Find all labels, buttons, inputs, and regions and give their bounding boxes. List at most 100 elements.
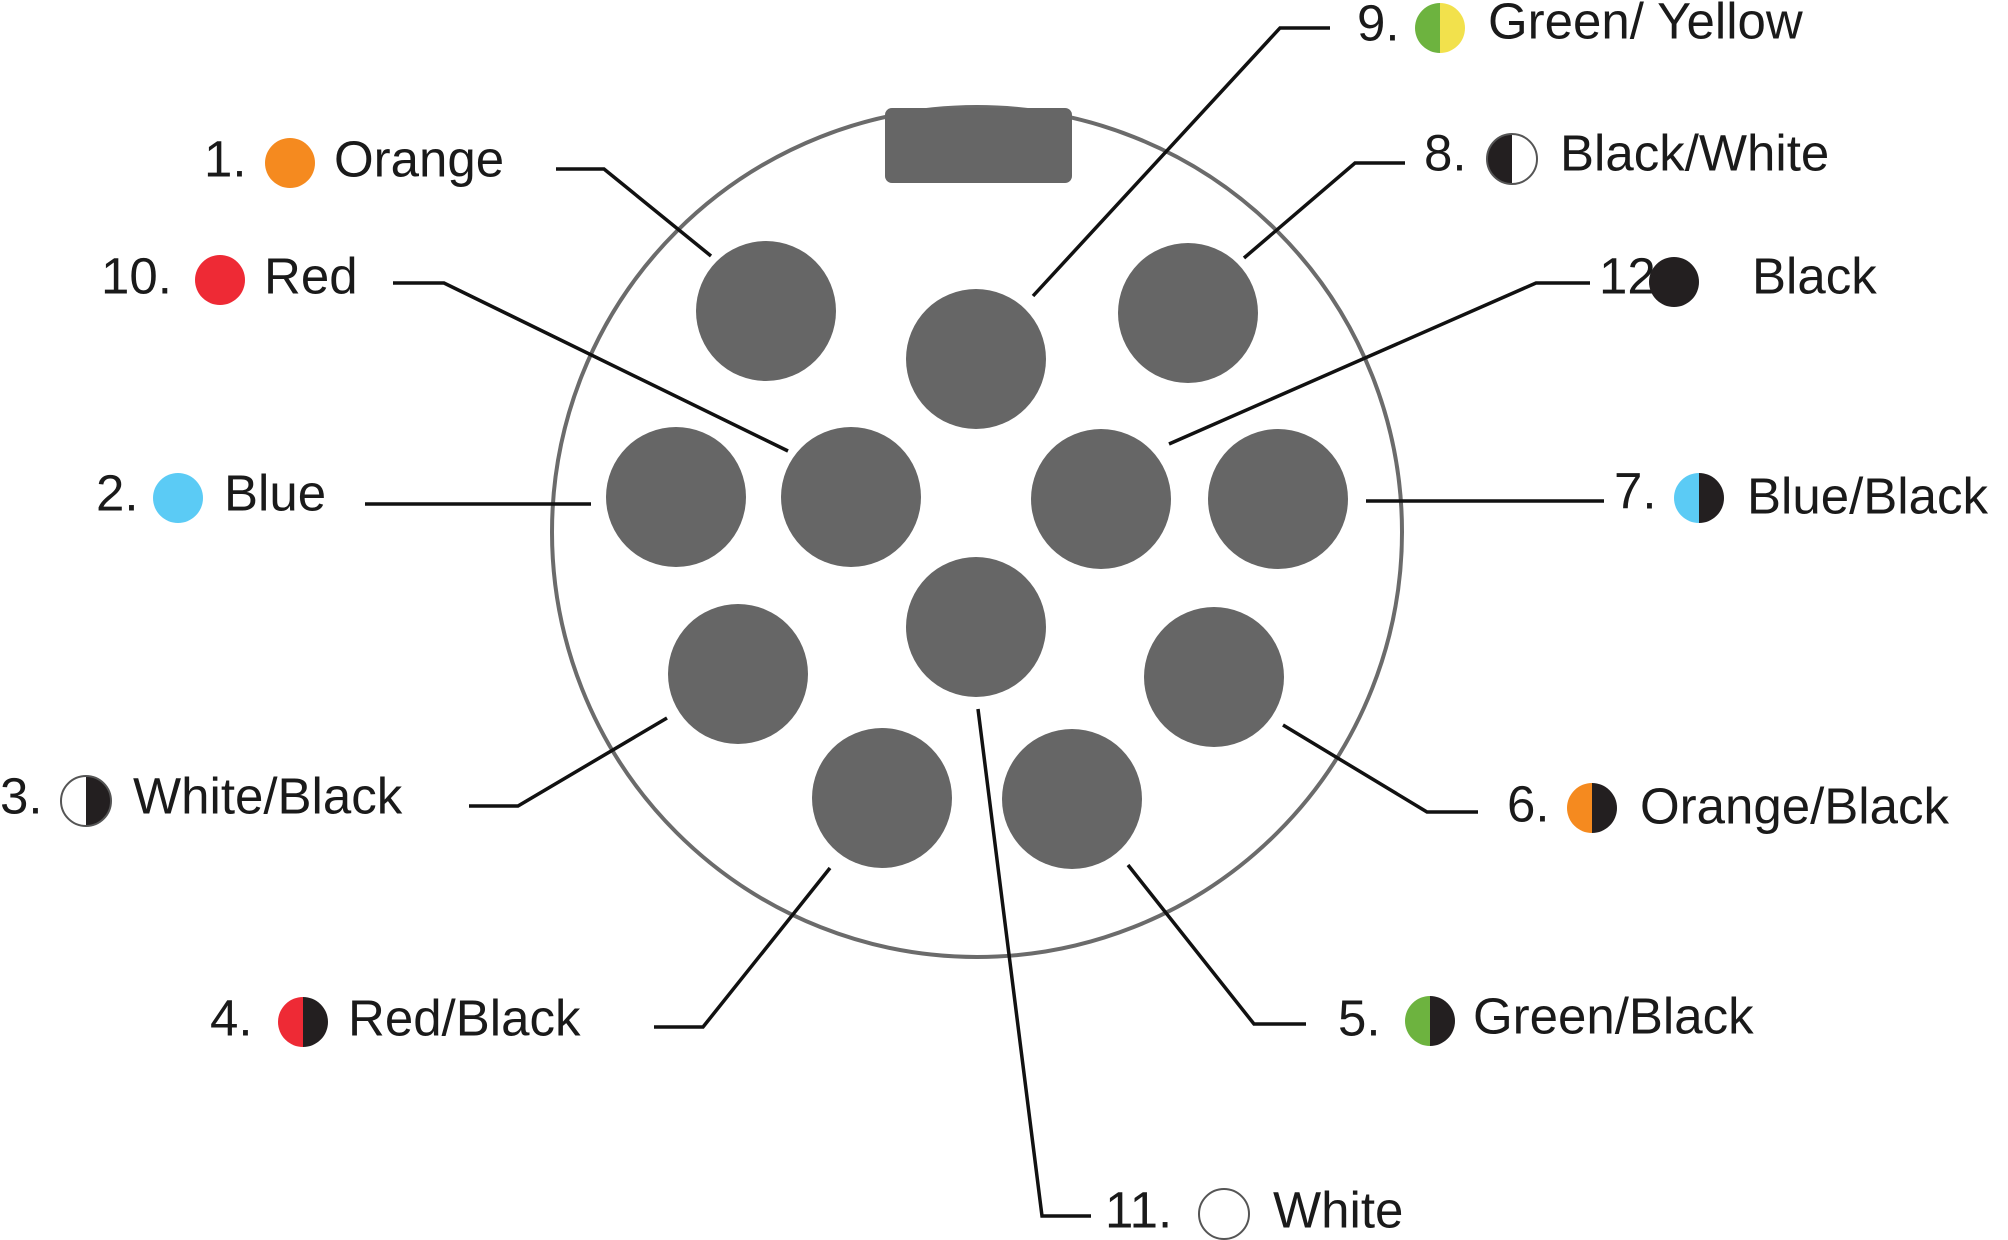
pin-color-name: Blue/Black (1747, 467, 1988, 524)
leader-line-12 (1168, 281, 1590, 446)
swatch-left-half (1199, 1189, 1224, 1239)
pin-number: 7. (1614, 462, 1657, 519)
leader-line-10 (393, 281, 789, 453)
color-swatch (153, 473, 203, 523)
pin-hole-7 (1208, 429, 1348, 569)
pin-hole-10 (781, 427, 921, 567)
connector-outline (550, 105, 1404, 959)
pin-number: 10. (101, 247, 172, 304)
pin-color-name: Blue (224, 464, 326, 521)
swatch-left-half (265, 138, 290, 188)
swatch-right-half (1699, 473, 1724, 523)
color-swatch (1649, 257, 1699, 307)
color-swatch (1674, 473, 1724, 523)
pin-label-9: 9. Green/ Yellow (1357, 0, 1803, 53)
pin-hole-5 (1002, 729, 1142, 869)
color-swatch (1415, 3, 1465, 53)
pin-hole-12 (1031, 429, 1171, 569)
leader-line-8 (1242, 161, 1405, 260)
pin-number: 8. (1424, 124, 1467, 181)
color-swatch (61, 776, 111, 826)
leader-line-4 (654, 866, 832, 1029)
pin-label-1: 1. Orange (204, 130, 504, 188)
swatch-outline-11 (1198, 1188, 1250, 1240)
swatch-left-half (1649, 257, 1674, 307)
pin-label-7: 7. Blue/Black (1614, 462, 1988, 524)
pin-hole-2 (606, 427, 746, 567)
pin-label-8: 8. Black/White (1424, 124, 1829, 184)
pin-color-name: Red (264, 247, 358, 304)
leader-line-9 (1031, 26, 1330, 298)
pin-color-name: Orange/Black (1640, 777, 1949, 834)
pin-color-name: White/Black (133, 767, 403, 824)
pin-number: 6. (1507, 775, 1550, 832)
color-swatch (1567, 783, 1617, 833)
pin-number: 2. (96, 464, 139, 521)
pin-color-name: Black/White (1560, 124, 1829, 181)
swatch-right-half (1440, 3, 1465, 53)
pin-hole-1 (696, 241, 836, 381)
pin-number: 9. (1357, 0, 1400, 51)
color-swatch (1199, 1189, 1249, 1239)
leader-line-5 (1126, 863, 1306, 1026)
pin-color-name: Green/ Yellow (1488, 0, 1803, 49)
pin-label-10: 10. Red (101, 247, 358, 305)
leader-line-11 (976, 708, 1091, 1218)
swatch-left-half (1487, 134, 1512, 184)
pin-hole-11 (906, 557, 1046, 697)
swatch-right-half (1430, 996, 1455, 1046)
pin-number: 3. (0, 767, 43, 824)
color-swatch (195, 255, 245, 305)
pin-label-11: 11. White (1105, 1181, 1403, 1239)
pin-number: 1. (204, 130, 247, 187)
color-swatch (265, 138, 315, 188)
swatch-left-half (195, 255, 220, 305)
swatch-right-half (1512, 134, 1537, 184)
leader-line-3 (469, 716, 668, 808)
pin-holes (606, 241, 1348, 869)
pin-hole-4 (812, 728, 952, 868)
swatch-outlines (60, 133, 1538, 1240)
pin-color-name: Orange (334, 130, 504, 187)
swatch-left-half (1405, 996, 1430, 1046)
pin-color-name: Red/Black (348, 989, 581, 1046)
swatch-left-half (61, 776, 86, 826)
pin-hole-3 (668, 604, 808, 744)
pin-hole-8 (1118, 243, 1258, 383)
connector-key-tab (885, 108, 1072, 183)
pin-color-name: Green/Black (1473, 987, 1754, 1044)
leader-line-6 (1282, 723, 1478, 814)
pin-number: 11. (1105, 1181, 1172, 1238)
swatch-right-half (1224, 1189, 1249, 1239)
pin-hole-6 (1144, 607, 1284, 747)
swatch-left-half (1567, 783, 1592, 833)
swatch-left-half (1415, 3, 1440, 53)
pin-number: 4. (210, 989, 253, 1046)
pin-number: 5. (1338, 989, 1381, 1046)
leader-lines (365, 26, 1604, 1218)
swatch-right-half (86, 776, 111, 826)
pin-label-6: 6. Orange/Black (1507, 775, 1949, 834)
pin-color-name: White (1273, 1181, 1403, 1238)
swatch-right-half (290, 138, 315, 188)
color-swatch (1487, 134, 1537, 184)
pin-hole-9 (906, 289, 1046, 429)
swatch-outline-8 (1486, 133, 1538, 185)
swatch-left-half (1674, 473, 1699, 523)
pin-label-2: 2. Blue (96, 464, 326, 523)
swatch-outline-3 (60, 775, 112, 827)
swatch-left-half (278, 997, 303, 1047)
swatch-right-half (303, 997, 328, 1047)
swatch-right-half (1592, 783, 1617, 833)
color-swatch (1405, 996, 1455, 1046)
swatch-right-half (1674, 257, 1699, 307)
swatch-left-half (153, 473, 178, 523)
pin-color-name: Black (1752, 247, 1877, 304)
swatch-right-half (178, 473, 203, 523)
leader-line-1 (556, 167, 713, 258)
pin-label-12: 12. Black (1599, 247, 1877, 307)
pin-label-3: 3. White/Black (0, 767, 403, 826)
color-swatch (278, 997, 328, 1047)
